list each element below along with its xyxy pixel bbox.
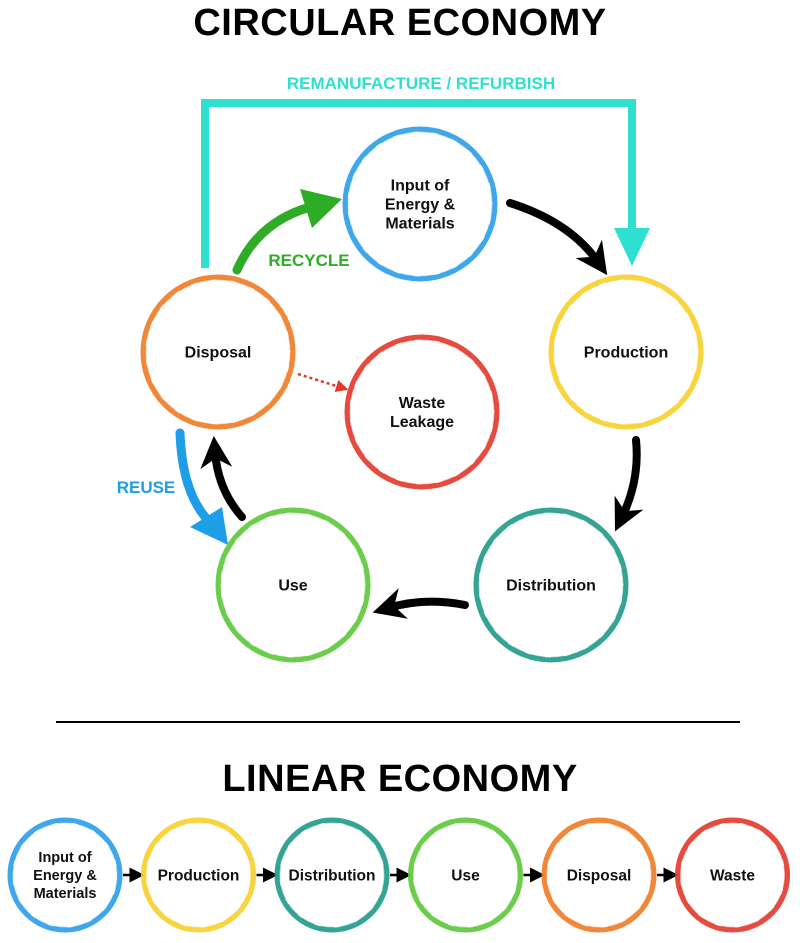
linear-input-ring — [7, 817, 123, 933]
linear-disposal-label: Disposal — [567, 867, 632, 884]
remanufacture-loop-line — [201, 99, 636, 268]
reuse-label: REUSE — [117, 478, 176, 497]
recycle-arrowhead — [300, 189, 342, 228]
circular-use-node: Use — [215, 507, 371, 663]
linear-waste-label: Waste — [710, 867, 755, 884]
linear-distribution-label: Distribution — [289, 867, 376, 884]
linear-use-label: Use — [451, 867, 480, 884]
linear-distribution-ring-texture — [278, 821, 386, 929]
circular-use-label: Use — [278, 578, 307, 595]
circular-input-node: Input of Energy & Materials — [342, 126, 498, 282]
linear-disposal-ring — [541, 817, 657, 933]
circular-production-ring-texture — [552, 278, 700, 426]
circular-disposal-node: Disposal — [140, 274, 296, 430]
circular-production-node: Production — [548, 274, 704, 430]
linear-use-node: Use — [408, 817, 523, 933]
linear-input-label: Materials — [34, 886, 97, 902]
linear-production-ring — [141, 817, 256, 933]
linear-use-ring — [408, 817, 523, 933]
linear-production-ring-texture — [145, 821, 252, 929]
linear-distribution-node: Distribution — [274, 817, 390, 933]
circular-input-label: Materials — [385, 216, 454, 233]
linear-use-ring-texture — [412, 821, 519, 929]
linear-waste-ring-texture — [679, 821, 786, 929]
circular-input-ring — [342, 126, 498, 282]
circular-input-ring-texture — [346, 130, 494, 278]
circular-waste-leakage-ring-texture — [348, 338, 496, 486]
circular-input-label: Energy & — [385, 197, 456, 214]
circular-input-label: Input of — [391, 178, 450, 195]
linear-disposal-node: Disposal — [541, 817, 657, 933]
reuse-arrow-line — [175, 428, 211, 523]
circular-economy-title: CIRCULAR ECONOMY — [193, 2, 607, 44]
circular-use-ring-texture — [219, 511, 367, 659]
circular-production-label: Production — [584, 345, 668, 362]
linear-input-ring-texture — [11, 821, 119, 929]
linear-production-node: Production — [141, 817, 256, 933]
linear-waste-ring — [675, 817, 790, 933]
linear-input-label: Energy & — [33, 868, 97, 884]
circular-disposal-label: Disposal — [185, 345, 252, 362]
input-to-production-arrow — [506, 199, 608, 276]
linear-disposal-ring-texture — [545, 821, 653, 929]
recycle-label: RECYCLE — [268, 251, 349, 270]
circular-disposal-ring — [140, 274, 296, 430]
circular-use-ring — [215, 507, 371, 663]
linear-waste-node: Waste — [675, 817, 790, 933]
waste-leakage-arrow — [297, 372, 349, 392]
production-to-distribution-arrow — [614, 436, 644, 532]
circular-distribution-ring — [473, 507, 629, 663]
circular-waste-leakage-label: Leakage — [390, 414, 454, 431]
circular-disposal-ring-texture — [144, 278, 292, 426]
linear-input-label: Input of — [38, 850, 91, 866]
use-to-disposal-arrow — [200, 436, 246, 521]
circular-production-ring — [548, 274, 704, 430]
circular-distribution-label: Distribution — [506, 578, 596, 595]
circular-waste-leakage-label: Waste — [399, 395, 446, 412]
linear-economy-title: LINEAR ECONOMY — [222, 758, 578, 800]
remanufacture-label: REMANUFACTURE / REFURBISH — [287, 74, 555, 93]
linear-production-label: Production — [158, 867, 240, 884]
linear-input-node: Input of Energy & Materials — [7, 817, 123, 933]
circular-waste-leakage-ring — [344, 334, 500, 490]
recycle-arrow-line — [232, 202, 315, 275]
linear-distribution-ring — [274, 817, 390, 933]
circular-distribution-node: Distribution — [473, 507, 629, 663]
circular-distribution-ring-texture — [477, 511, 625, 659]
remanufacture-arrowhead — [614, 228, 650, 266]
reuse-arrowhead — [190, 507, 228, 545]
distribution-to-use-arrow — [372, 588, 469, 619]
